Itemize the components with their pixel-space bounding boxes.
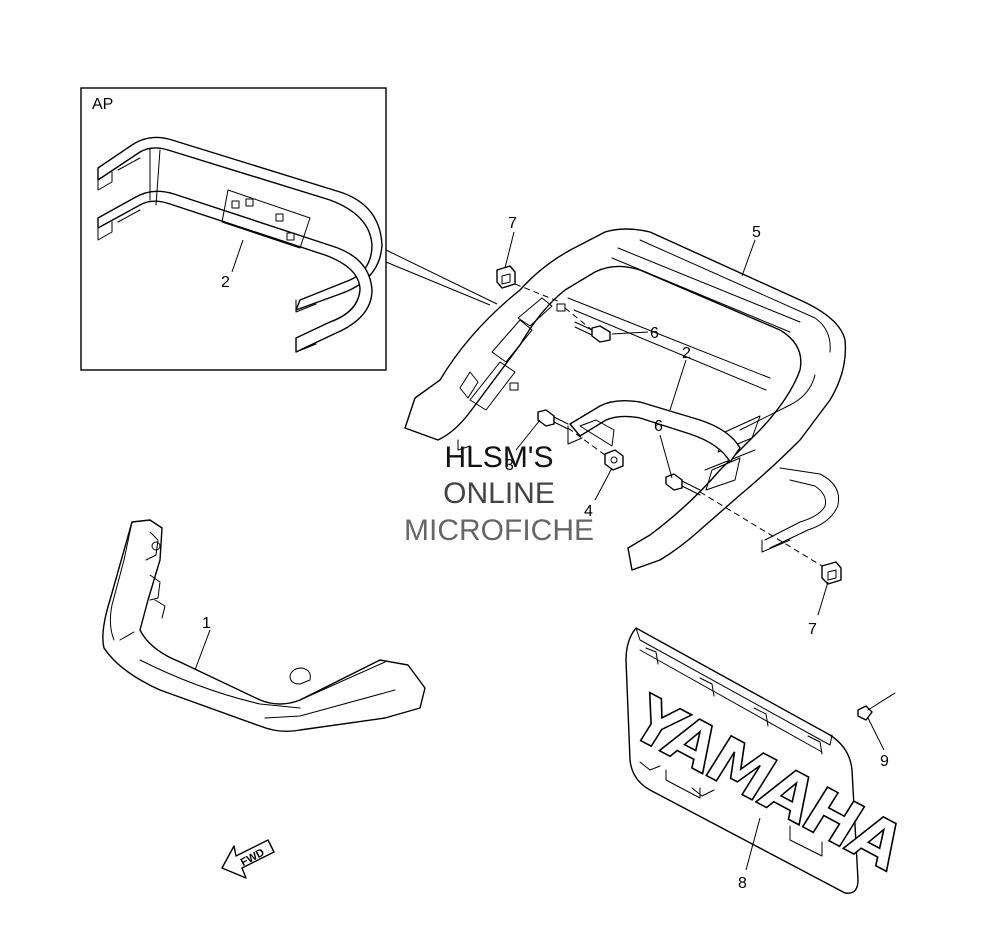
callout-1: 1 — [202, 615, 211, 632]
assembly-dash-line — [567, 427, 606, 456]
part-1-front-guard — [102, 519, 426, 733]
leader-lines — [194, 231, 885, 871]
callout-7-upper: 7 — [508, 215, 517, 232]
callout-4: 4 — [584, 503, 593, 520]
part-5-rear-carrier — [404, 228, 847, 571]
callout-9: 9 — [880, 753, 889, 770]
inset-ap: AP 2 — [80, 87, 387, 371]
assembly-dash-line — [699, 491, 823, 567]
callout-7-lower: 7 — [808, 621, 817, 638]
callout-3: 3 — [505, 457, 514, 474]
fastener-7-lower-nut — [821, 561, 842, 585]
fwd-label: FWD — [239, 846, 267, 868]
fastener-6-lower-bolt — [665, 473, 701, 496]
part-2-grab-bar — [567, 399, 741, 463]
watermark-line-1: HLSM'S — [444, 441, 553, 474]
fastener-3-bolt — [537, 409, 569, 430]
part-8-mud-flap: YAMAHA — [615, 627, 919, 894]
watermark-line-2: ONLINE — [443, 477, 555, 510]
callout-6-lower: 6 — [654, 418, 663, 435]
callout-6-upper: 6 — [650, 325, 659, 342]
inset-callout-2: 2 — [221, 274, 230, 291]
watermark-line-3: MICROFICHE — [404, 514, 594, 547]
inset-leader — [231, 239, 244, 273]
fastener-7-upper-nut — [496, 265, 516, 289]
assembly-dash-line — [564, 307, 593, 331]
inset-connector-line — [385, 261, 491, 306]
fastener-9-rivet — [857, 692, 896, 721]
fastener-6-upper-bolt — [574, 321, 611, 343]
callout-2: 2 — [682, 345, 691, 362]
fastener-4-nut — [604, 449, 624, 471]
callout-labels: 7 5 6 2 6 3 4 1 7 9 8 — [202, 215, 889, 892]
callout-8: 8 — [738, 875, 747, 892]
watermark: HLSM'S ONLINE MICROFICHE — [404, 441, 594, 547]
assembly-dash-line — [514, 283, 561, 303]
fwd-arrow-icon: FWD — [221, 839, 275, 879]
inset-grab-bar-drawing — [97, 136, 383, 353]
callout-5: 5 — [752, 224, 761, 241]
inset-label: AP — [92, 96, 113, 113]
inset-connector-line — [385, 249, 498, 305]
